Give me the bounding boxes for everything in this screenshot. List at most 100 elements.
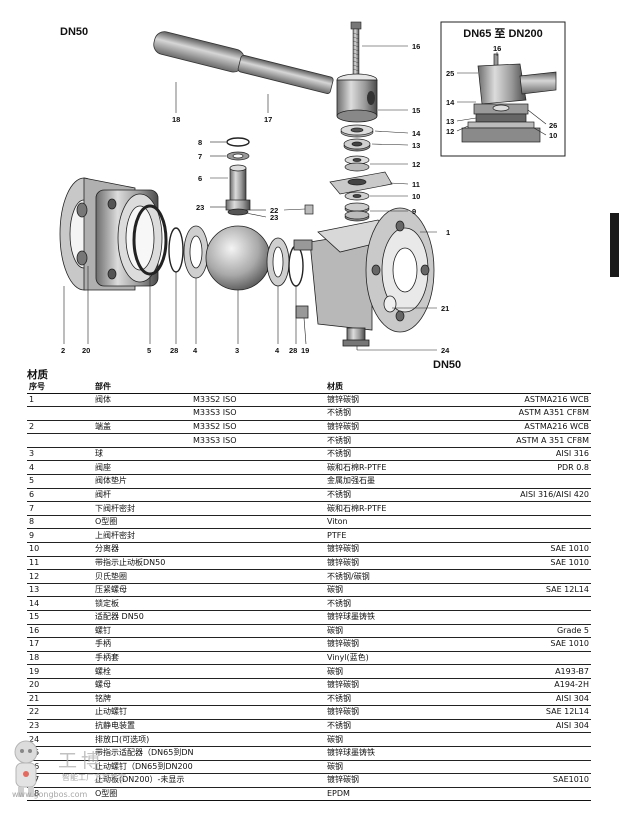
cell-part: 螺母 (93, 678, 193, 693)
watermark-url: www.gongbos.com (12, 790, 88, 799)
cell-sub (193, 719, 325, 734)
internal-parts (132, 204, 304, 291)
cell-no: 1 (27, 393, 93, 408)
header-part: 部件 (93, 381, 193, 394)
cell-spec: ASTM A 351 CF8M (445, 433, 591, 448)
svg-text:13: 13 (412, 141, 420, 150)
cell-spec: Grade 5 (445, 624, 591, 639)
cell-no: 21 (27, 692, 93, 707)
cell-part: 阀体垫片 (93, 474, 193, 489)
cell-spec: SAE 12L14 (445, 583, 591, 598)
cell-no (27, 406, 93, 421)
adapter-15 (336, 73, 378, 123)
handle (153, 31, 334, 94)
cell-no: 23 (27, 719, 93, 734)
cell-no: 18 (27, 651, 93, 666)
svg-text:6: 6 (198, 174, 202, 183)
cell-spec: AISI 316 (445, 447, 591, 462)
svg-text:23: 23 (270, 213, 278, 222)
svg-text:7: 7 (198, 152, 202, 161)
cell-no: 20 (27, 678, 93, 693)
inset-title: DN65 至 DN200 (463, 27, 542, 40)
stem-parts (225, 137, 314, 216)
cell-part: 螺栓 (93, 664, 193, 679)
cell-spec (445, 528, 591, 544)
cell-sub (193, 501, 325, 516)
svg-text:4: 4 (275, 346, 280, 355)
cell-material: 碳钢 (325, 583, 445, 598)
cell-no: 12 (27, 569, 93, 584)
cell-sub (193, 678, 325, 693)
cell-sub: M33S2 ISO (193, 420, 325, 435)
cell-spec (445, 596, 591, 611)
cell-material: 不锈钢 (325, 488, 445, 503)
cell-part: 铭牌 (93, 692, 193, 707)
svg-text:19: 19 (301, 346, 309, 355)
cell-no: 28 (27, 787, 93, 802)
cell-sub: M33S3 ISO (193, 433, 325, 448)
cell-part: 贝氏垫圈 (93, 569, 193, 584)
cell-part: 下阀杆密封 (93, 501, 193, 516)
cell-no: 11 (27, 556, 93, 571)
cell-sub (193, 773, 325, 788)
table-row: 26止动螺钉（DN65到DN200）碳钢 (27, 760, 591, 775)
cell-spec: A194-2H (445, 678, 591, 693)
cell-sub (193, 705, 325, 720)
cell-material: 镀锌球墨铸铁 (325, 746, 445, 761)
cell-no: 19 (27, 664, 93, 679)
cell-spec: SAE 1010 (445, 556, 591, 571)
cell-spec: ASTMA216 WCB (445, 393, 591, 408)
cell-part (93, 406, 193, 421)
cell-part: 阀座 (93, 460, 193, 476)
svg-text:5: 5 (147, 346, 151, 355)
header-material: 材质 (325, 381, 445, 394)
cell-spec: SAE 12L14 (445, 705, 591, 720)
cell-sub (193, 515, 325, 530)
svg-text:10: 10 (412, 192, 420, 201)
cell-sub (193, 664, 325, 679)
svg-text:20: 20 (82, 346, 90, 355)
cell-material: Vinyl(蓝色) (325, 651, 445, 666)
cell-material: 不锈钢 (325, 433, 445, 448)
end-cap (59, 177, 163, 291)
robot-mascot-icon (14, 740, 38, 797)
cell-part: 抗静电装置 (93, 719, 193, 734)
svg-text:25: 25 (446, 69, 454, 78)
cell-material: 碳钢 (325, 664, 445, 679)
cell-spec (445, 787, 591, 802)
cell-part: 上阀杆密封 (93, 528, 193, 544)
cell-no: 14 (27, 596, 93, 611)
cell-no: 2 (27, 420, 93, 435)
cell-spec: ASTMA216 WCB (445, 420, 591, 435)
cell-sub (193, 651, 325, 666)
cell-material: 不锈钢 (325, 596, 445, 611)
cell-sub (193, 569, 325, 584)
cell-material: 镀锌碳钢 (325, 773, 445, 788)
cell-spec: AISI 316/AISI 420 (445, 488, 591, 503)
cell-material: 碳和石棉R-PTFE (325, 501, 445, 516)
table-header-row: 序号 部件 材质 (27, 381, 591, 394)
cell-sub (193, 760, 325, 775)
cell-sub (193, 787, 325, 802)
cell-material: 金属加强石墨 (325, 474, 445, 489)
svg-text:14: 14 (446, 98, 455, 107)
cell-part: 适配器 DN50 (93, 610, 193, 625)
svg-text:22: 22 (270, 206, 278, 215)
cell-sub (193, 610, 325, 625)
cell-part (93, 433, 193, 448)
cell-sub (193, 583, 325, 598)
cell-part: 止动螺钉（DN65到DN200） (93, 760, 193, 775)
cell-spec (445, 474, 591, 489)
cell-material: Viton (325, 515, 445, 530)
svg-text:16: 16 (412, 42, 420, 51)
header-no: 序号 (27, 381, 93, 394)
